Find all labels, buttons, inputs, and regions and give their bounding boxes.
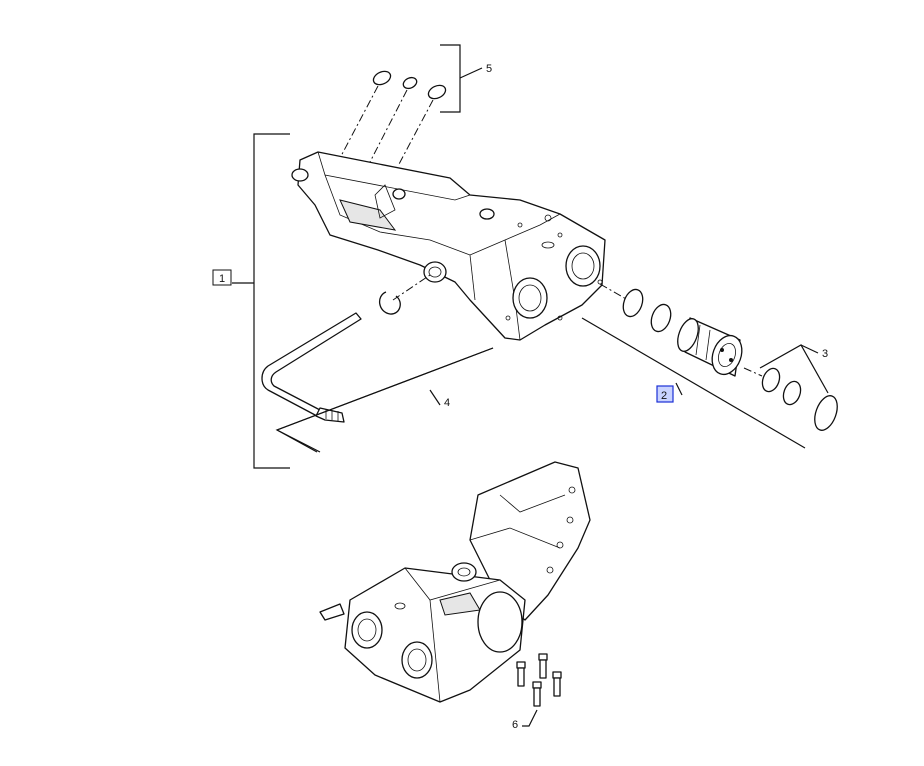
callout-1-group: 1 — [212, 133, 290, 469]
callout-6-group: 6 — [512, 653, 562, 731]
callout-1-box — [212, 269, 232, 286]
callout-5-label[interactable]: 5 — [486, 63, 492, 75]
callout-4-group: 4 — [261, 274, 494, 453]
callout-1-label[interactable]: 1 — [219, 273, 225, 285]
valve-housing — [291, 151, 606, 341]
installed-assembly — [319, 461, 591, 703]
bolt — [516, 661, 526, 687]
callout-3-label[interactable]: 3 — [822, 348, 828, 360]
callout-3-group: 3 — [743, 344, 838, 431]
bolt — [532, 681, 542, 707]
callout-5-group: 5 — [339, 44, 492, 167]
bolt — [552, 671, 562, 697]
callout-2-box-highlight[interactable] — [656, 385, 674, 403]
callout-2-group: 2 — [581, 283, 806, 449]
bolt — [538, 653, 548, 679]
callout-6-label[interactable]: 6 — [512, 719, 518, 731]
callout-4-label[interactable]: 4 — [444, 397, 450, 409]
callout-2-label[interactable]: 2 — [661, 390, 667, 402]
